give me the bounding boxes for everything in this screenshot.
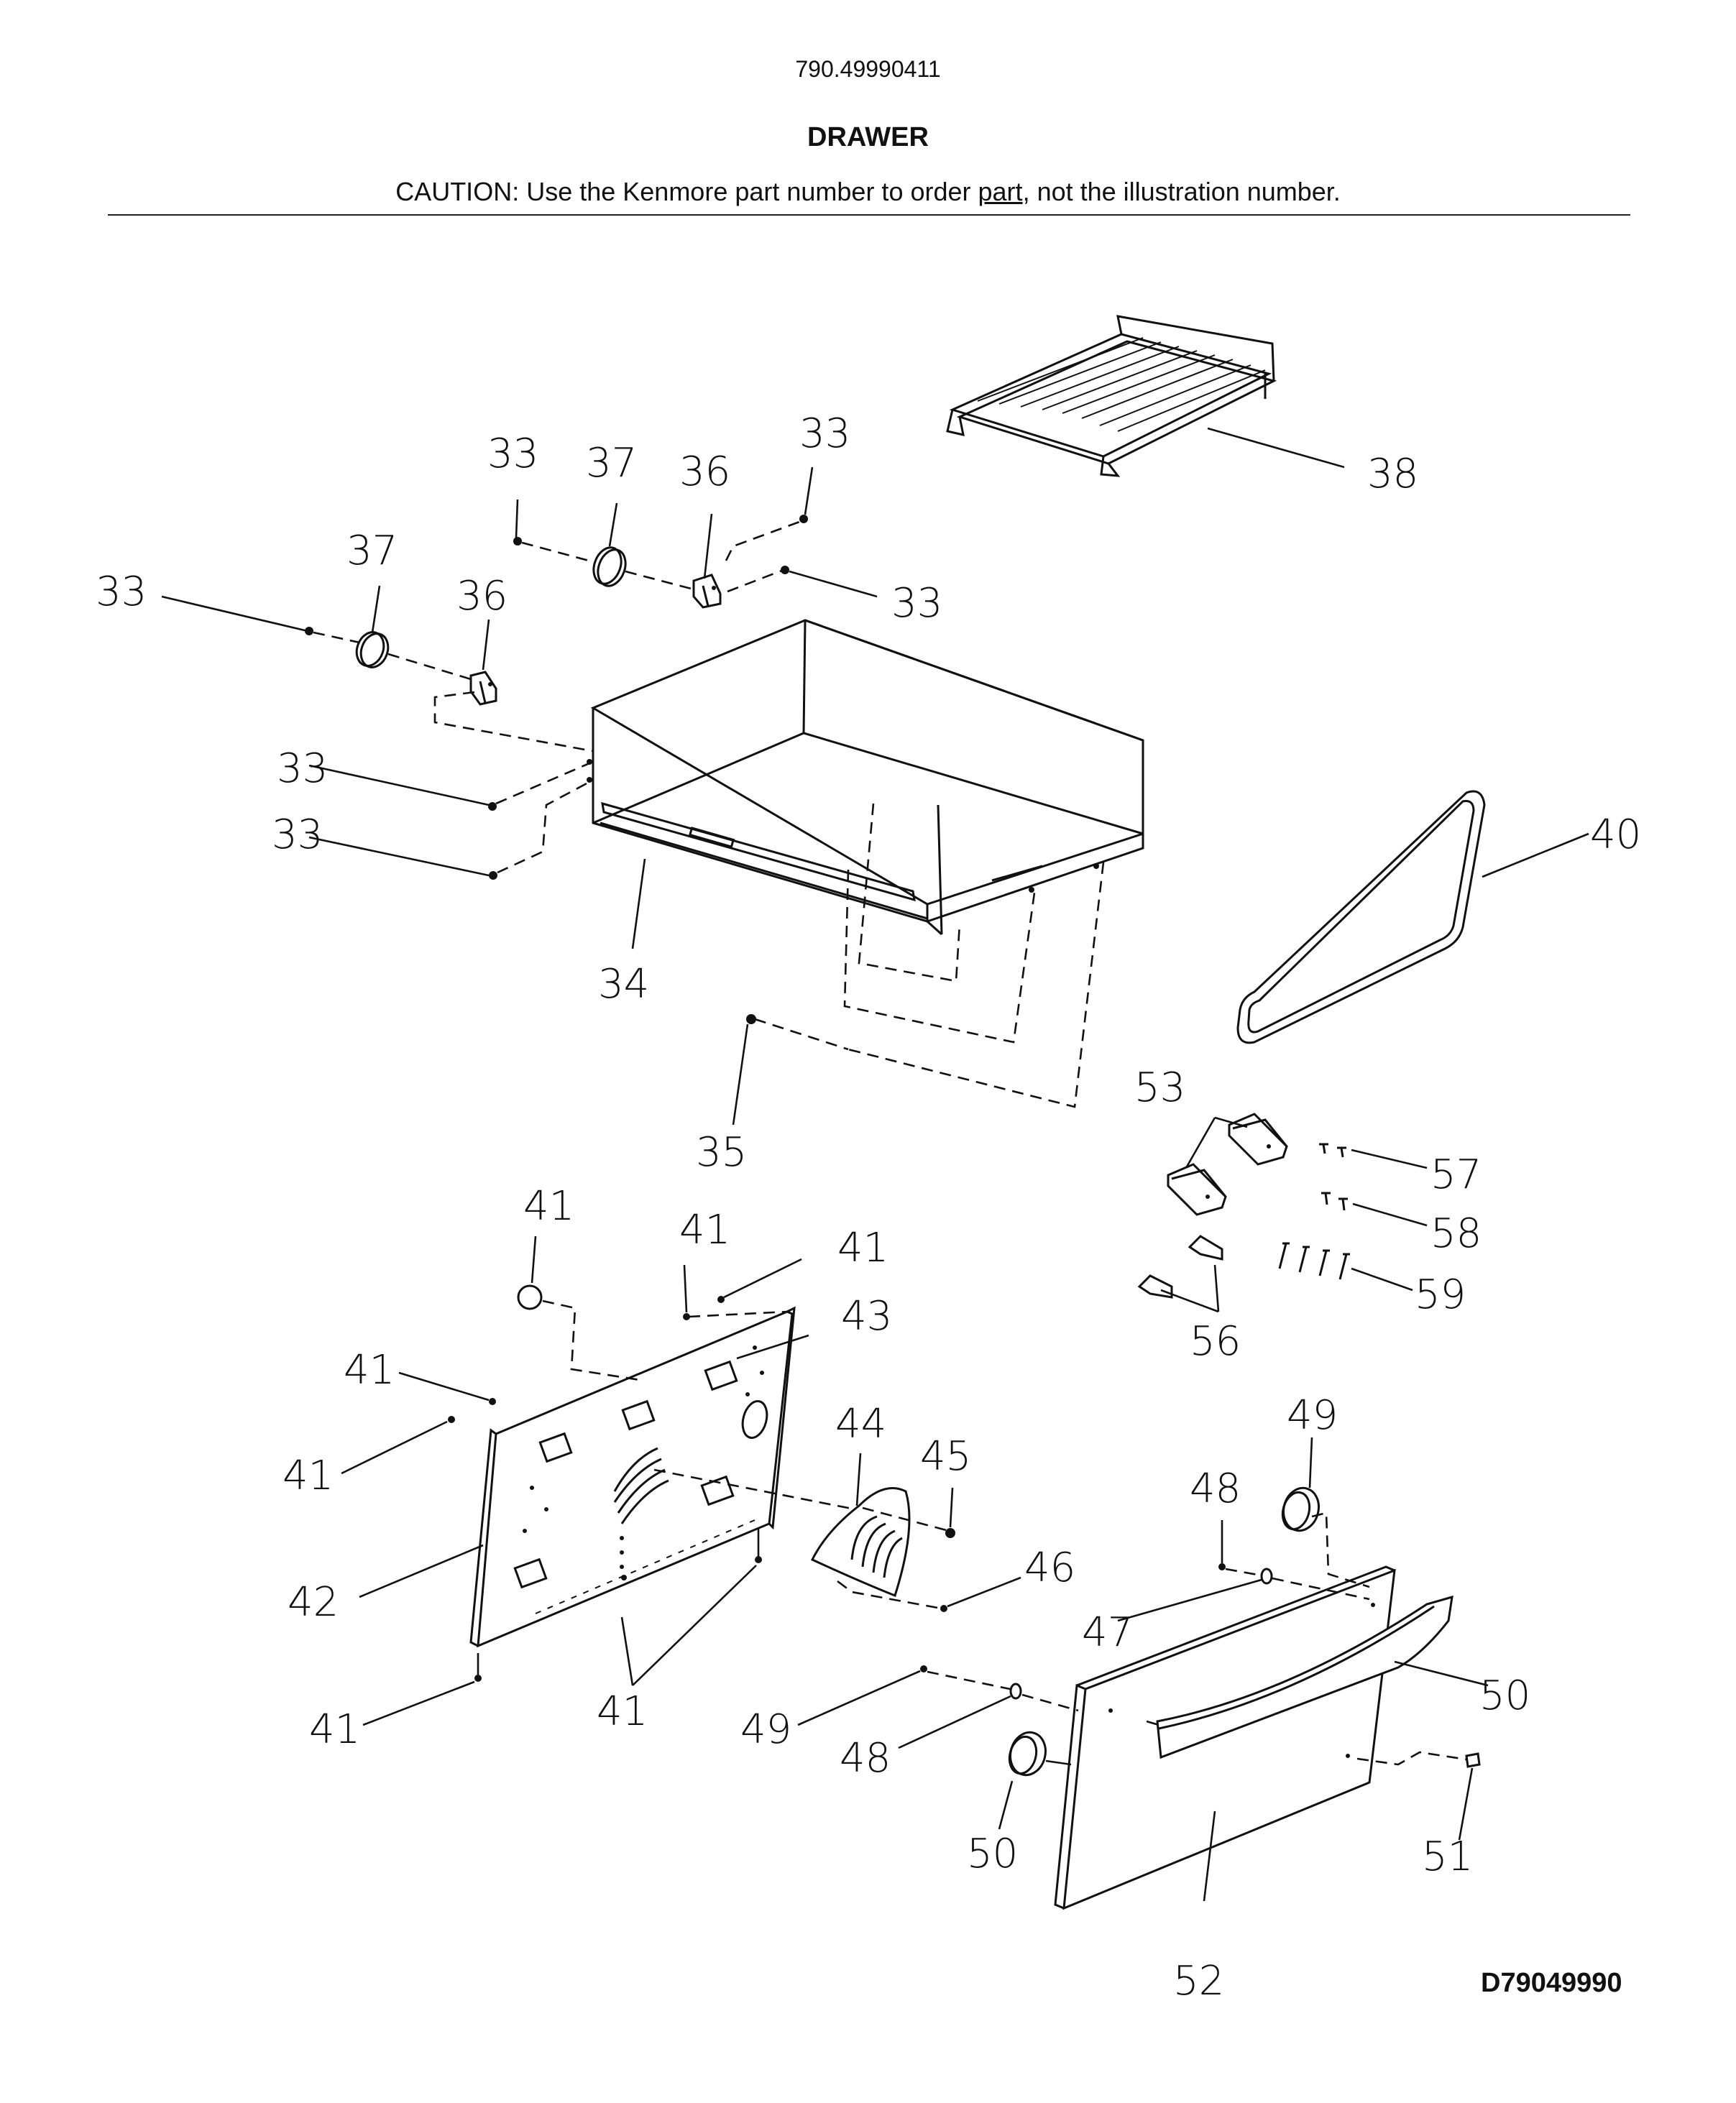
part-57-brackets[interactable] — [1137, 1235, 1223, 1299]
callout-33-upper-left: 33 — [487, 431, 538, 477]
callout-33-lower-left-a: 33 — [277, 745, 328, 792]
model-number: 790.49990411 — [795, 56, 941, 82]
caution-part-link[interactable]: part — [978, 177, 1023, 206]
part-52-screw[interactable] — [1465, 1752, 1481, 1768]
callout-48-right: 47 — [1082, 1609, 1133, 1656]
part-53-door-front[interactable] — [1054, 1565, 1396, 1910]
section-title: DRAWER — [807, 122, 929, 152]
part-48-washer-right[interactable] — [1260, 1568, 1273, 1585]
part-37-roller-left[interactable] — [352, 628, 392, 671]
callout-41-top-right: 41 — [837, 1225, 888, 1271]
callout-49-right: 48 — [1190, 1465, 1241, 1512]
callout-53: 52 — [1173, 1958, 1224, 2005]
callout-34: 34 — [598, 961, 649, 1008]
callout-41-left-upper: 41 — [344, 1347, 395, 1394]
callout-51: 50 — [1479, 1672, 1530, 1719]
part-51-door-handle[interactable] — [1156, 1595, 1453, 1759]
callout-43: 42 — [288, 1579, 339, 1626]
callout-48-left: 48 — [840, 1735, 891, 1782]
callout-37-left: 37 — [346, 528, 398, 574]
callout-58: 57 — [1430, 1151, 1482, 1198]
callout-41-bottom-left: 41 — [309, 1706, 360, 1753]
callout-35: 35 — [696, 1129, 747, 1176]
callout-38: 38 — [1367, 451, 1418, 497]
part-58-screws[interactable] — [1319, 1143, 1346, 1158]
callout-49-left: 49 — [740, 1706, 791, 1753]
part-43-inner-door-panel[interactable] — [469, 1306, 796, 1648]
callout-33-far-left: 33 — [96, 569, 147, 615]
callout-41-bottom-center: 41 — [597, 1688, 648, 1735]
callout-50-left: 50 — [967, 1831, 1018, 1877]
callout-36-left: 36 — [456, 573, 508, 620]
callout-57: 56 — [1190, 1318, 1241, 1365]
part-48-washer-left[interactable] — [1009, 1683, 1022, 1700]
callout-52: 51 — [1422, 1833, 1473, 1880]
part-40-door-gasket[interactable] — [1236, 790, 1486, 1044]
callout-37-center: 37 — [586, 440, 637, 487]
callout-44: 43 — [841, 1293, 892, 1340]
caution-text: CAUTION: Use the Kenmore part number to … — [395, 177, 978, 206]
part-56-hinge-plates[interactable] — [1167, 1113, 1288, 1216]
part-36-bracket-center[interactable] — [692, 574, 722, 609]
part-38-wire-rack[interactable] — [946, 315, 1277, 477]
callout-60: 59 — [1415, 1271, 1466, 1318]
callout-56: 53 — [1134, 1064, 1185, 1111]
callout-45: 44 — [835, 1401, 886, 1448]
callout-50-right: 49 — [1287, 1392, 1338, 1439]
caution-text-end: , not the illustration number. — [1022, 177, 1341, 206]
diagram-code: D79049990 — [1481, 1968, 1622, 1998]
callout-33-upper-right: 33 — [799, 410, 850, 457]
callout-33-lower-left-b: 33 — [272, 811, 323, 858]
part-50-roller-left[interactable] — [1006, 1729, 1050, 1779]
header-rule — [108, 214, 1630, 216]
callout-33-center-right: 33 — [891, 580, 942, 627]
part-34-drawer-box[interactable] — [587, 619, 1144, 936]
callout-46: 45 — [920, 1433, 971, 1480]
callout-40: 40 — [1590, 811, 1641, 858]
callout-47: 46 — [1024, 1545, 1075, 1591]
callout-59: 58 — [1430, 1210, 1482, 1257]
part-36-bracket-left[interactable] — [469, 671, 497, 706]
part-59-screws[interactable] — [1321, 1192, 1348, 1211]
part-37-roller-center[interactable] — [589, 543, 630, 589]
part-42-bumper[interactable] — [517, 1284, 543, 1310]
callout-41-top-center: 41 — [679, 1207, 730, 1253]
callout-36-center: 36 — [679, 448, 730, 495]
callout-42: 41 — [523, 1183, 574, 1230]
caution-note: CAUTION: Use the Kenmore part number to … — [0, 177, 1736, 207]
part-50-roller-right[interactable] — [1279, 1484, 1323, 1534]
part-45-vent-cover[interactable] — [810, 1487, 911, 1597]
part-60-screws[interactable] — [1278, 1242, 1350, 1280]
callout-41-left-lower: 41 — [283, 1453, 334, 1499]
